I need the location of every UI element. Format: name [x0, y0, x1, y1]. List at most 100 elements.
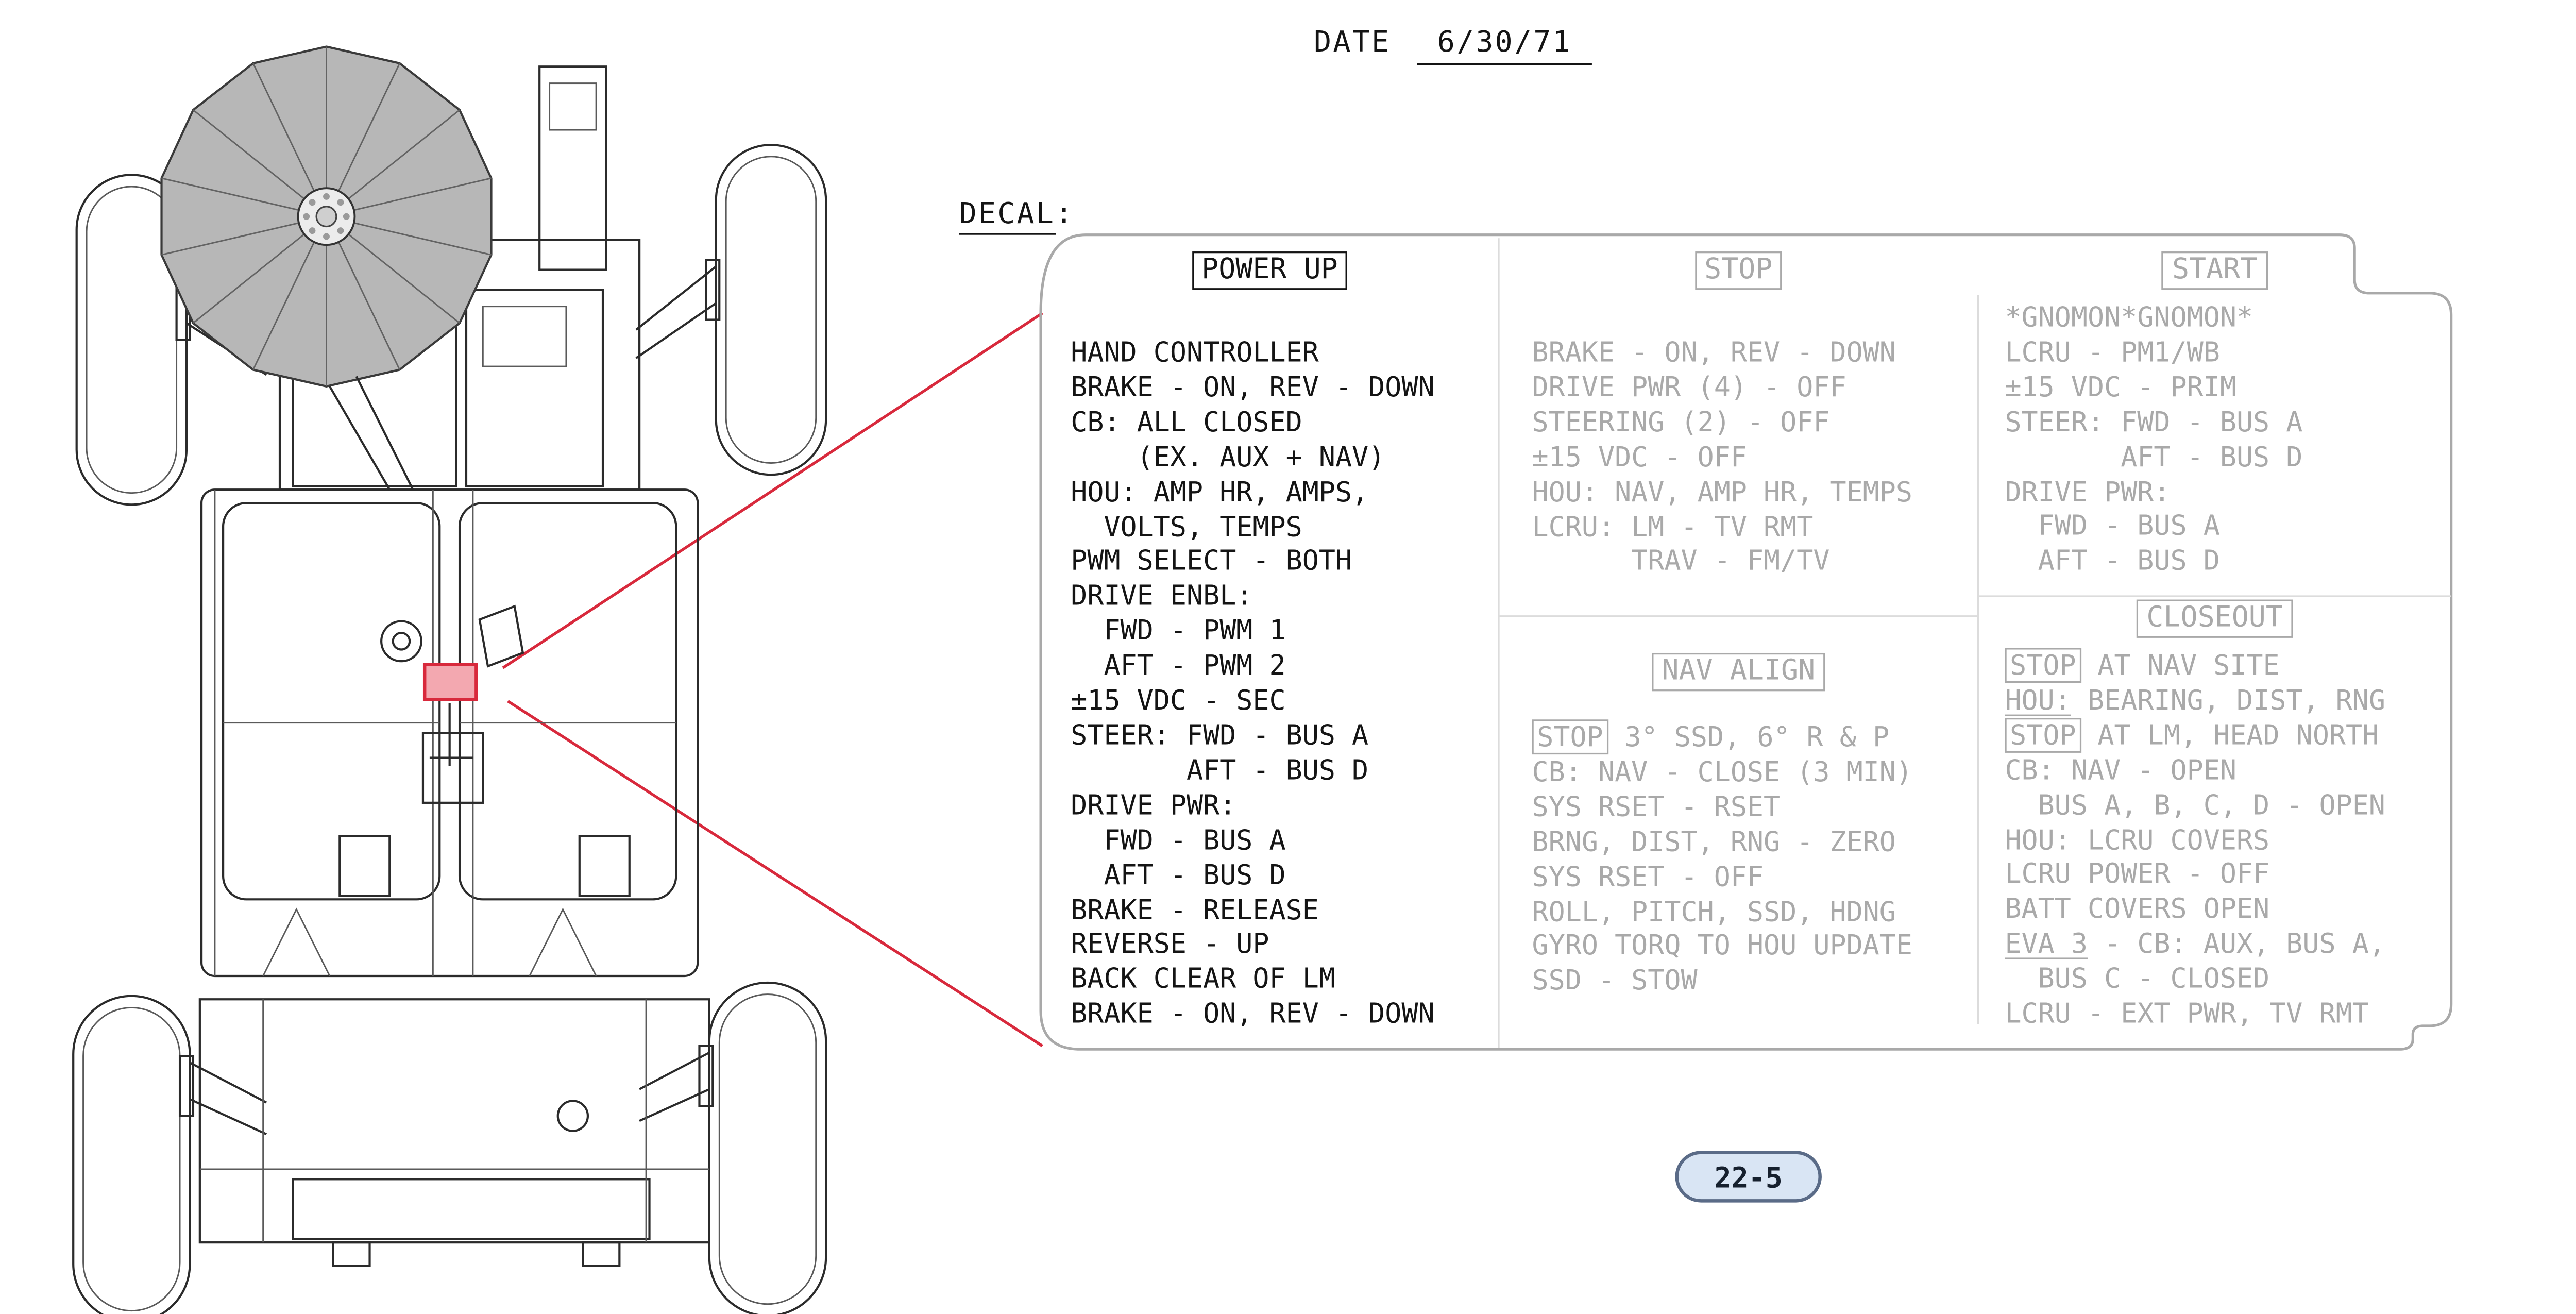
checklist-line: AFT - BUS D: [2005, 545, 2302, 580]
checklist-line: FWD - BUS A: [1071, 824, 1434, 859]
text-segment: AFT - BUS D: [1071, 858, 1286, 890]
text-segment: BRAKE - ON, REV - DOWN: [1532, 336, 1896, 368]
checklist-line: FWD - BUS A: [2005, 510, 2302, 545]
decal-location-marker: [422, 663, 478, 701]
section-header-nav-align: NAV ALIGN: [1499, 652, 1978, 692]
checklist-line: STEERING (2) - OFF: [1532, 406, 1912, 441]
date-value: 6/30/71: [1417, 26, 1592, 65]
text-segment: TRAV - FM/TV: [1532, 545, 1830, 577]
checklist-line: BRAKE - ON, REV - DOWN: [1071, 998, 1434, 1033]
section-header-closeout: CLOSEOUT: [1978, 599, 2451, 638]
text-segment: BUS C - CLOSED: [2005, 963, 2270, 995]
text-segment: AFT - BUS D: [2005, 441, 2303, 473]
text-segment: AT LM, HEAD NORTH: [2081, 719, 2379, 751]
rover-drawing: [72, 45, 827, 1314]
aft-chassis: [198, 998, 710, 1267]
checklist-line: DRIVE PWR (4) - OFF: [1532, 371, 1912, 406]
text-segment: BEARING, DIST, RNG: [2071, 684, 2385, 716]
text-segment: CB: NAV - CLOSE (3 MIN): [1532, 756, 1913, 788]
section-header-power-up: POWER UP: [1041, 251, 1499, 290]
checklist-line: (EX. AUX + NAV): [1071, 441, 1434, 476]
section-header-box: NAV ALIGN: [1652, 652, 1825, 692]
text-segment: 3° SSD, 6° R & P: [1608, 721, 1890, 753]
date-label: DATE: [1314, 26, 1391, 60]
section-header-box: POWER UP: [1191, 251, 1348, 290]
checklist-line: ±15 VDC - PRIM: [2005, 371, 2302, 406]
checklist-line: HOU: NAV, AMP HR, TEMPS: [1532, 476, 1912, 511]
text-segment: STEER: FWD - BUS A: [1071, 719, 1369, 751]
page-number-badge: 22-5: [1675, 1151, 1822, 1203]
checklist-line: CB: ALL CLOSED: [1071, 406, 1434, 441]
lrv-top-view-diagram: [13, 3, 879, 1314]
checklist-line: AFT - PWM 2: [1071, 650, 1434, 685]
text-segment: DRIVE PWR:: [2005, 475, 2171, 508]
checklist-line: HOU: AMP HR, AMPS,: [1071, 476, 1434, 511]
section-header-start: START: [1978, 251, 2451, 290]
checklist-line: CB: NAV - OPEN: [2005, 754, 2385, 789]
text-segment: DRIVE ENBL:: [1071, 580, 1253, 612]
checklist-line: *GNOMON*GNOMON*: [2005, 301, 2302, 336]
text-segment: AFT - PWM 2: [1071, 650, 1286, 682]
text-segment: DRIVE PWR (4) - OFF: [1532, 371, 1846, 403]
text-segment: HAND CONTROLLER: [1071, 336, 1319, 368]
text-segment: LCRU - EXT PWR, TV RMT: [2005, 998, 2369, 1030]
checklist-line: TRAV - FM/TV: [1532, 545, 1912, 580]
section-header-box: STOP: [1694, 251, 1783, 290]
text-segment: LCRU: LM - TV RMT: [1532, 510, 1814, 543]
checklist-line: AFT - BUS D: [1071, 754, 1434, 789]
text-segment: BRAKE - RELEASE: [1071, 894, 1319, 925]
checklist-line: VOLTS, TEMPS: [1071, 511, 1434, 546]
checklist-line: CB: NAV - CLOSE (3 MIN): [1532, 756, 1912, 791]
checklist-line: BATT COVERS OPEN: [2005, 894, 2385, 929]
text-segment: HOU: AMP HR, AMPS,: [1071, 476, 1369, 508]
checklist-line: SYS RSET - RSET: [1532, 791, 1912, 826]
checklist-line: AFT - BUS D: [2005, 441, 2302, 476]
text-segment: ROLL, PITCH, SSD, HDNG: [1532, 895, 1896, 927]
checklist-line: BUS C - CLOSED: [2005, 963, 2385, 998]
center-console: [380, 604, 524, 766]
checklist-line: DRIVE ENBL:: [1071, 580, 1434, 615]
decal-panel-outline: [1039, 233, 2453, 1051]
text-segment: BRAKE - ON, REV - DOWN: [1071, 998, 1435, 1030]
underline-segment: HOU:: [2005, 684, 2071, 716]
checklist-line: STOP AT NAV SITE: [2005, 648, 2385, 685]
text-segment: BATT COVERS OPEN: [2005, 893, 2270, 925]
checklist-line: ROLL, PITCH, SSD, HDNG: [1532, 895, 1912, 930]
text-segment: (EX. AUX + NAV): [1071, 441, 1385, 473]
text-segment: - CB: AUX, BUS A,: [2087, 928, 2385, 960]
checklist-line: BRAKE - ON, REV - DOWN: [1071, 371, 1434, 406]
decal-label-text: DECAL: [959, 198, 1056, 235]
text-segment: CB: ALL CLOSED: [1071, 406, 1302, 438]
text-segment: DRIVE PWR:: [1071, 789, 1236, 821]
checklist-line: EVA 3 - CB: AUX, BUS A,: [2005, 928, 2385, 963]
text-segment: HOU: NAV, AMP HR, TEMPS: [1532, 476, 1913, 508]
decal-section-label: DECAL:: [959, 198, 1075, 235]
text-segment: AT NAV SITE: [2081, 649, 2280, 681]
checklist-line: STOP AT LM, HEAD NORTH: [2005, 717, 2385, 754]
text-segment: SYS RSET - OFF: [1532, 860, 1764, 892]
section-start: START *GNOMON*GNOMON*LCRU - PM1/WB±15 VD…: [1041, 235, 2453, 1051]
box-segment: STOP: [2005, 648, 2081, 683]
checklist-line: DRIVE PWR:: [1071, 789, 1434, 824]
checklist-line: LCRU - EXT PWR, TV RMT: [2005, 998, 2385, 1033]
checklist-line: HAND CONTROLLER: [1071, 336, 1434, 372]
text-segment: PWM SELECT - BOTH: [1071, 545, 1352, 577]
text-segment: CB: NAV - OPEN: [2005, 754, 2236, 786]
section-header-box: CLOSEOUT: [2136, 599, 2293, 638]
checklist-line: BUS A, B, C, D - OPEN: [2005, 789, 2385, 824]
checklist-line: BRNG, DIST, RNG - ZERO: [1532, 826, 1912, 861]
box-segment: STOP: [2005, 717, 2081, 753]
checklist-line: BRAKE - ON, REV - DOWN: [1532, 336, 1912, 372]
decal-label-colon: :: [1055, 198, 1075, 232]
text-segment: FWD - PWM 1: [1071, 615, 1286, 647]
text-segment: AFT - BUS D: [1071, 754, 1369, 786]
checklist-line: STEER: FWD - BUS A: [2005, 406, 2302, 441]
text-segment: *GNOMON*GNOMON*: [2005, 301, 2253, 333]
